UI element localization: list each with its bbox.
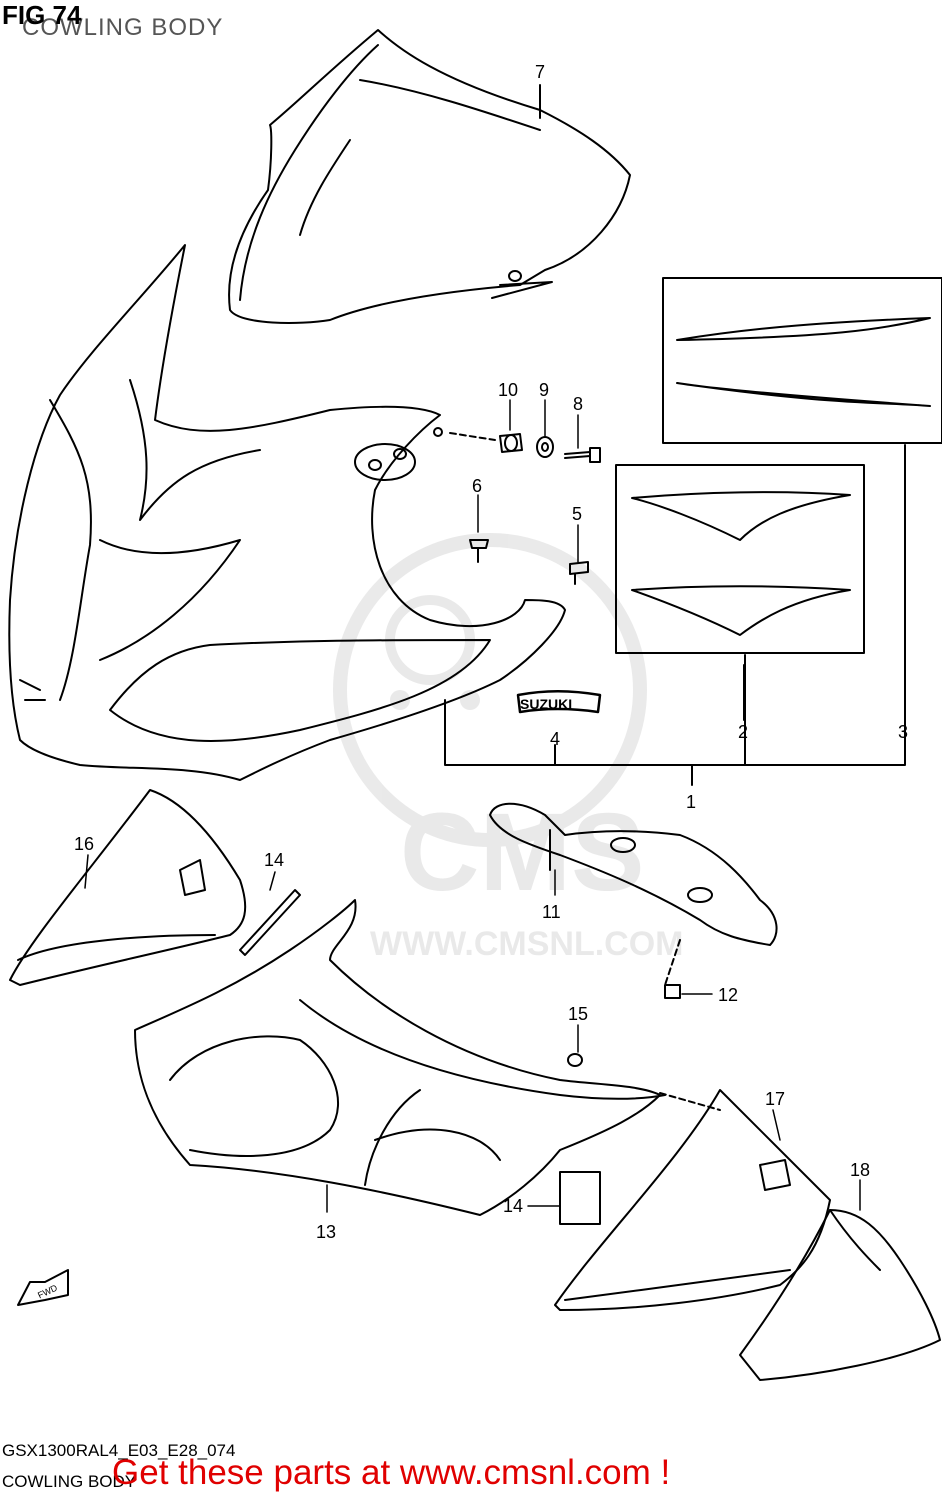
watermark: CMS WWW.CMSNL.COM — [333, 533, 684, 963]
inner-fairing-part-17 — [554, 1089, 831, 1311]
callout-4: 4 — [550, 729, 560, 749]
leader-lines — [84, 399, 861, 1213]
callout-15: 15 — [568, 1004, 588, 1024]
callout-1: 1 — [686, 792, 696, 812]
side-panel-part-18 — [739, 1209, 941, 1381]
callout-2: 2 — [738, 722, 748, 742]
callout-3: 3 — [898, 722, 908, 742]
callout-17: 17 — [765, 1089, 785, 1109]
screws-5-6 — [469, 539, 589, 585]
callout-18: 18 — [850, 1160, 870, 1180]
callout-5: 5 — [572, 504, 582, 524]
lower-cowling-part-13 — [134, 899, 721, 1225]
figure-number: FIG 74 — [2, 0, 82, 30]
decal-box-3 — [662, 277, 942, 444]
footer-caption: COWLING BODY — [2, 1472, 137, 1491]
callout-16: 16 — [74, 834, 94, 854]
callout-14-lower: 14 — [503, 1196, 523, 1216]
diagram-title: COWLING BODY — [22, 14, 224, 41]
callout-8: 8 — [573, 394, 583, 414]
callout-6: 6 — [472, 476, 482, 496]
callout-13: 13 — [316, 1222, 336, 1242]
callout-labels: 1 2 3 4 5 6 7 8 9 10 11 12 13 14 14 15 1… — [74, 62, 908, 1242]
assembly-lines-1 — [444, 84, 906, 786]
diagram-code: GSX1300RAL4_E03_E28_074 — [2, 1441, 236, 1460]
callout-9: 9 — [539, 380, 549, 400]
emblem-text: SUZUKI — [520, 696, 572, 712]
windscreen-part-7 — [228, 29, 631, 324]
callout-7: 7 — [535, 62, 545, 82]
fwd-arrow-icon — [17, 1269, 69, 1306]
upper-cowling — [8, 244, 566, 781]
decal-box-2 — [615, 464, 865, 654]
watermark-url: WWW.CMSNL.COM — [370, 925, 684, 963]
callout-14-upper: 14 — [264, 850, 284, 870]
suzuki-emblem-part-4 — [516, 690, 602, 714]
inner-panel-part-11 — [489, 802, 778, 999]
inner-fairing-part-16 — [9, 789, 247, 986]
trim-strip-part-14 — [239, 889, 301, 956]
callout-12: 12 — [718, 985, 738, 1005]
get-parts-link[interactable]: Get these parts at www.cmsnl.com ! — [112, 1453, 671, 1492]
watermark-brand: CMS — [400, 791, 644, 914]
callout-11: 11 — [542, 902, 561, 922]
callout-10: 10 — [498, 380, 518, 400]
